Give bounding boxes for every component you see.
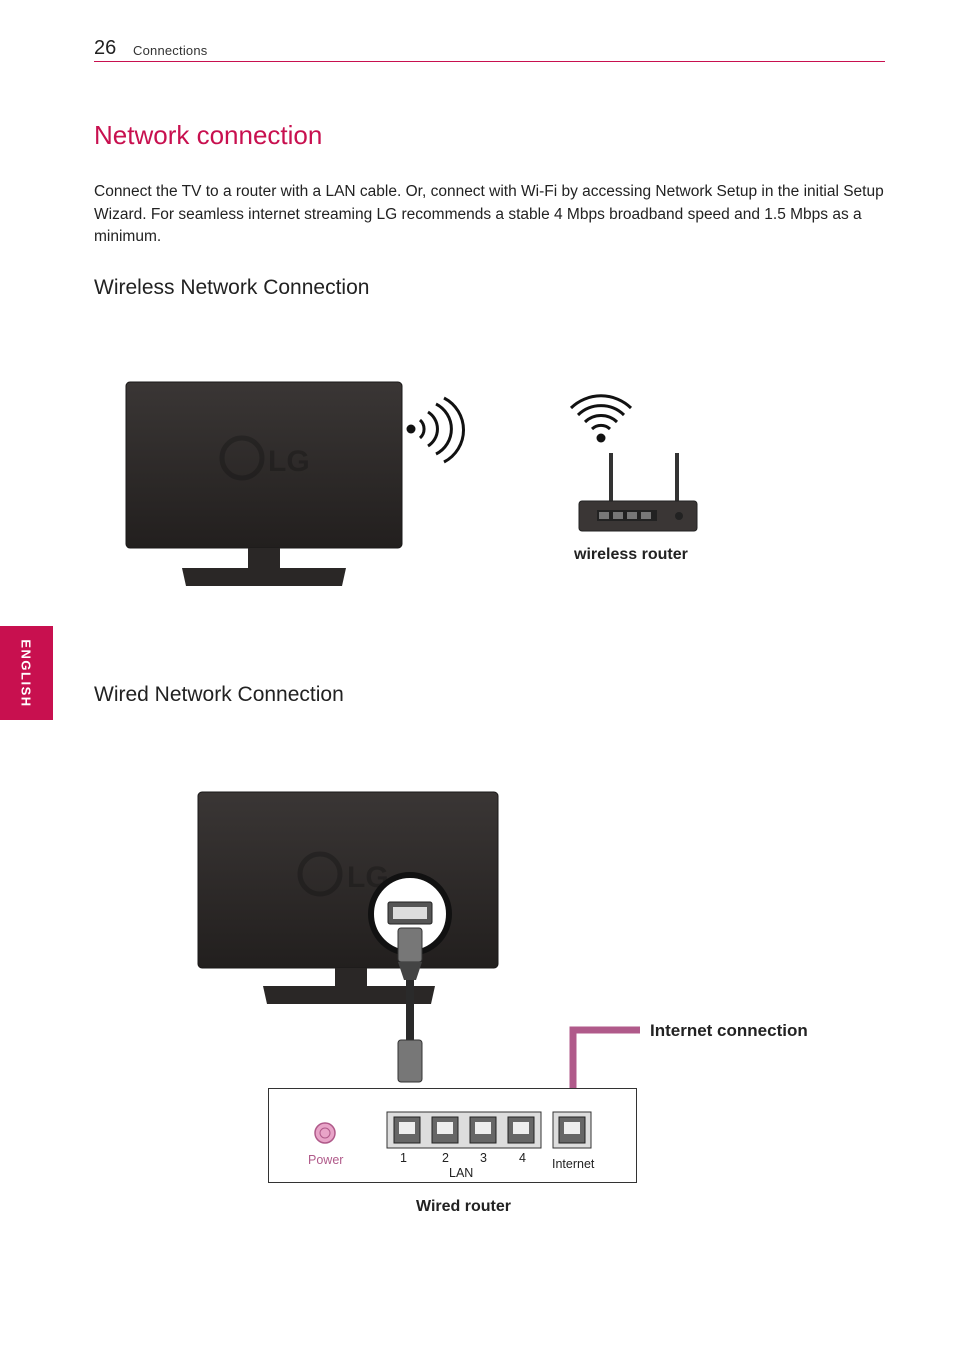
power-icon xyxy=(314,1122,336,1144)
lan-port-4-label: 4 xyxy=(519,1151,526,1165)
lan-port-3-label: 3 xyxy=(480,1151,487,1165)
ethernet-port-icon xyxy=(431,1116,459,1144)
page-number: 26 xyxy=(94,37,117,59)
ethernet-port-icon xyxy=(507,1116,535,1144)
internet-connection-label: Internet connection xyxy=(650,1021,808,1040)
ethernet-port-icon xyxy=(558,1116,586,1144)
intro-paragraph: Connect the TV to a router with a LAN ca… xyxy=(94,183,884,245)
internet-port-label: Internet xyxy=(552,1157,595,1171)
svg-text:LG: LG xyxy=(268,445,310,478)
ethernet-port-icon xyxy=(387,901,433,925)
ethernet-port-icon xyxy=(393,1116,421,1144)
wireless-tv-illustration: LG xyxy=(125,381,403,586)
ethernet-port-icon xyxy=(469,1116,497,1144)
wifi-signal-icon xyxy=(406,396,466,464)
lg-logo-icon: LG xyxy=(219,435,310,481)
header-rule xyxy=(94,61,885,62)
wireless-router-label: wireless router xyxy=(574,546,688,563)
language-tab: ENGLISH xyxy=(0,626,53,720)
running-header: Connections xyxy=(133,43,208,58)
language-tab-label: ENGLISH xyxy=(19,638,35,708)
lan-label: LAN xyxy=(449,1166,474,1180)
wired-router-illustration xyxy=(268,1088,637,1183)
page-title: Network connection xyxy=(94,120,323,150)
wireless-heading: Wireless Network Connection xyxy=(94,276,370,299)
wireless-router-illustration xyxy=(569,394,698,532)
ethernet-connection-illustration xyxy=(368,872,452,1083)
wifi-signal-icon xyxy=(569,394,633,443)
ethernet-plug-icon xyxy=(397,927,423,1083)
power-label: Power xyxy=(308,1153,344,1167)
wired-router-label: Wired router xyxy=(416,1198,511,1215)
lan-port-2-label: 2 xyxy=(442,1151,449,1165)
wired-heading: Wired Network Connection xyxy=(94,683,344,706)
lan-port-1-label: 1 xyxy=(400,1151,407,1165)
